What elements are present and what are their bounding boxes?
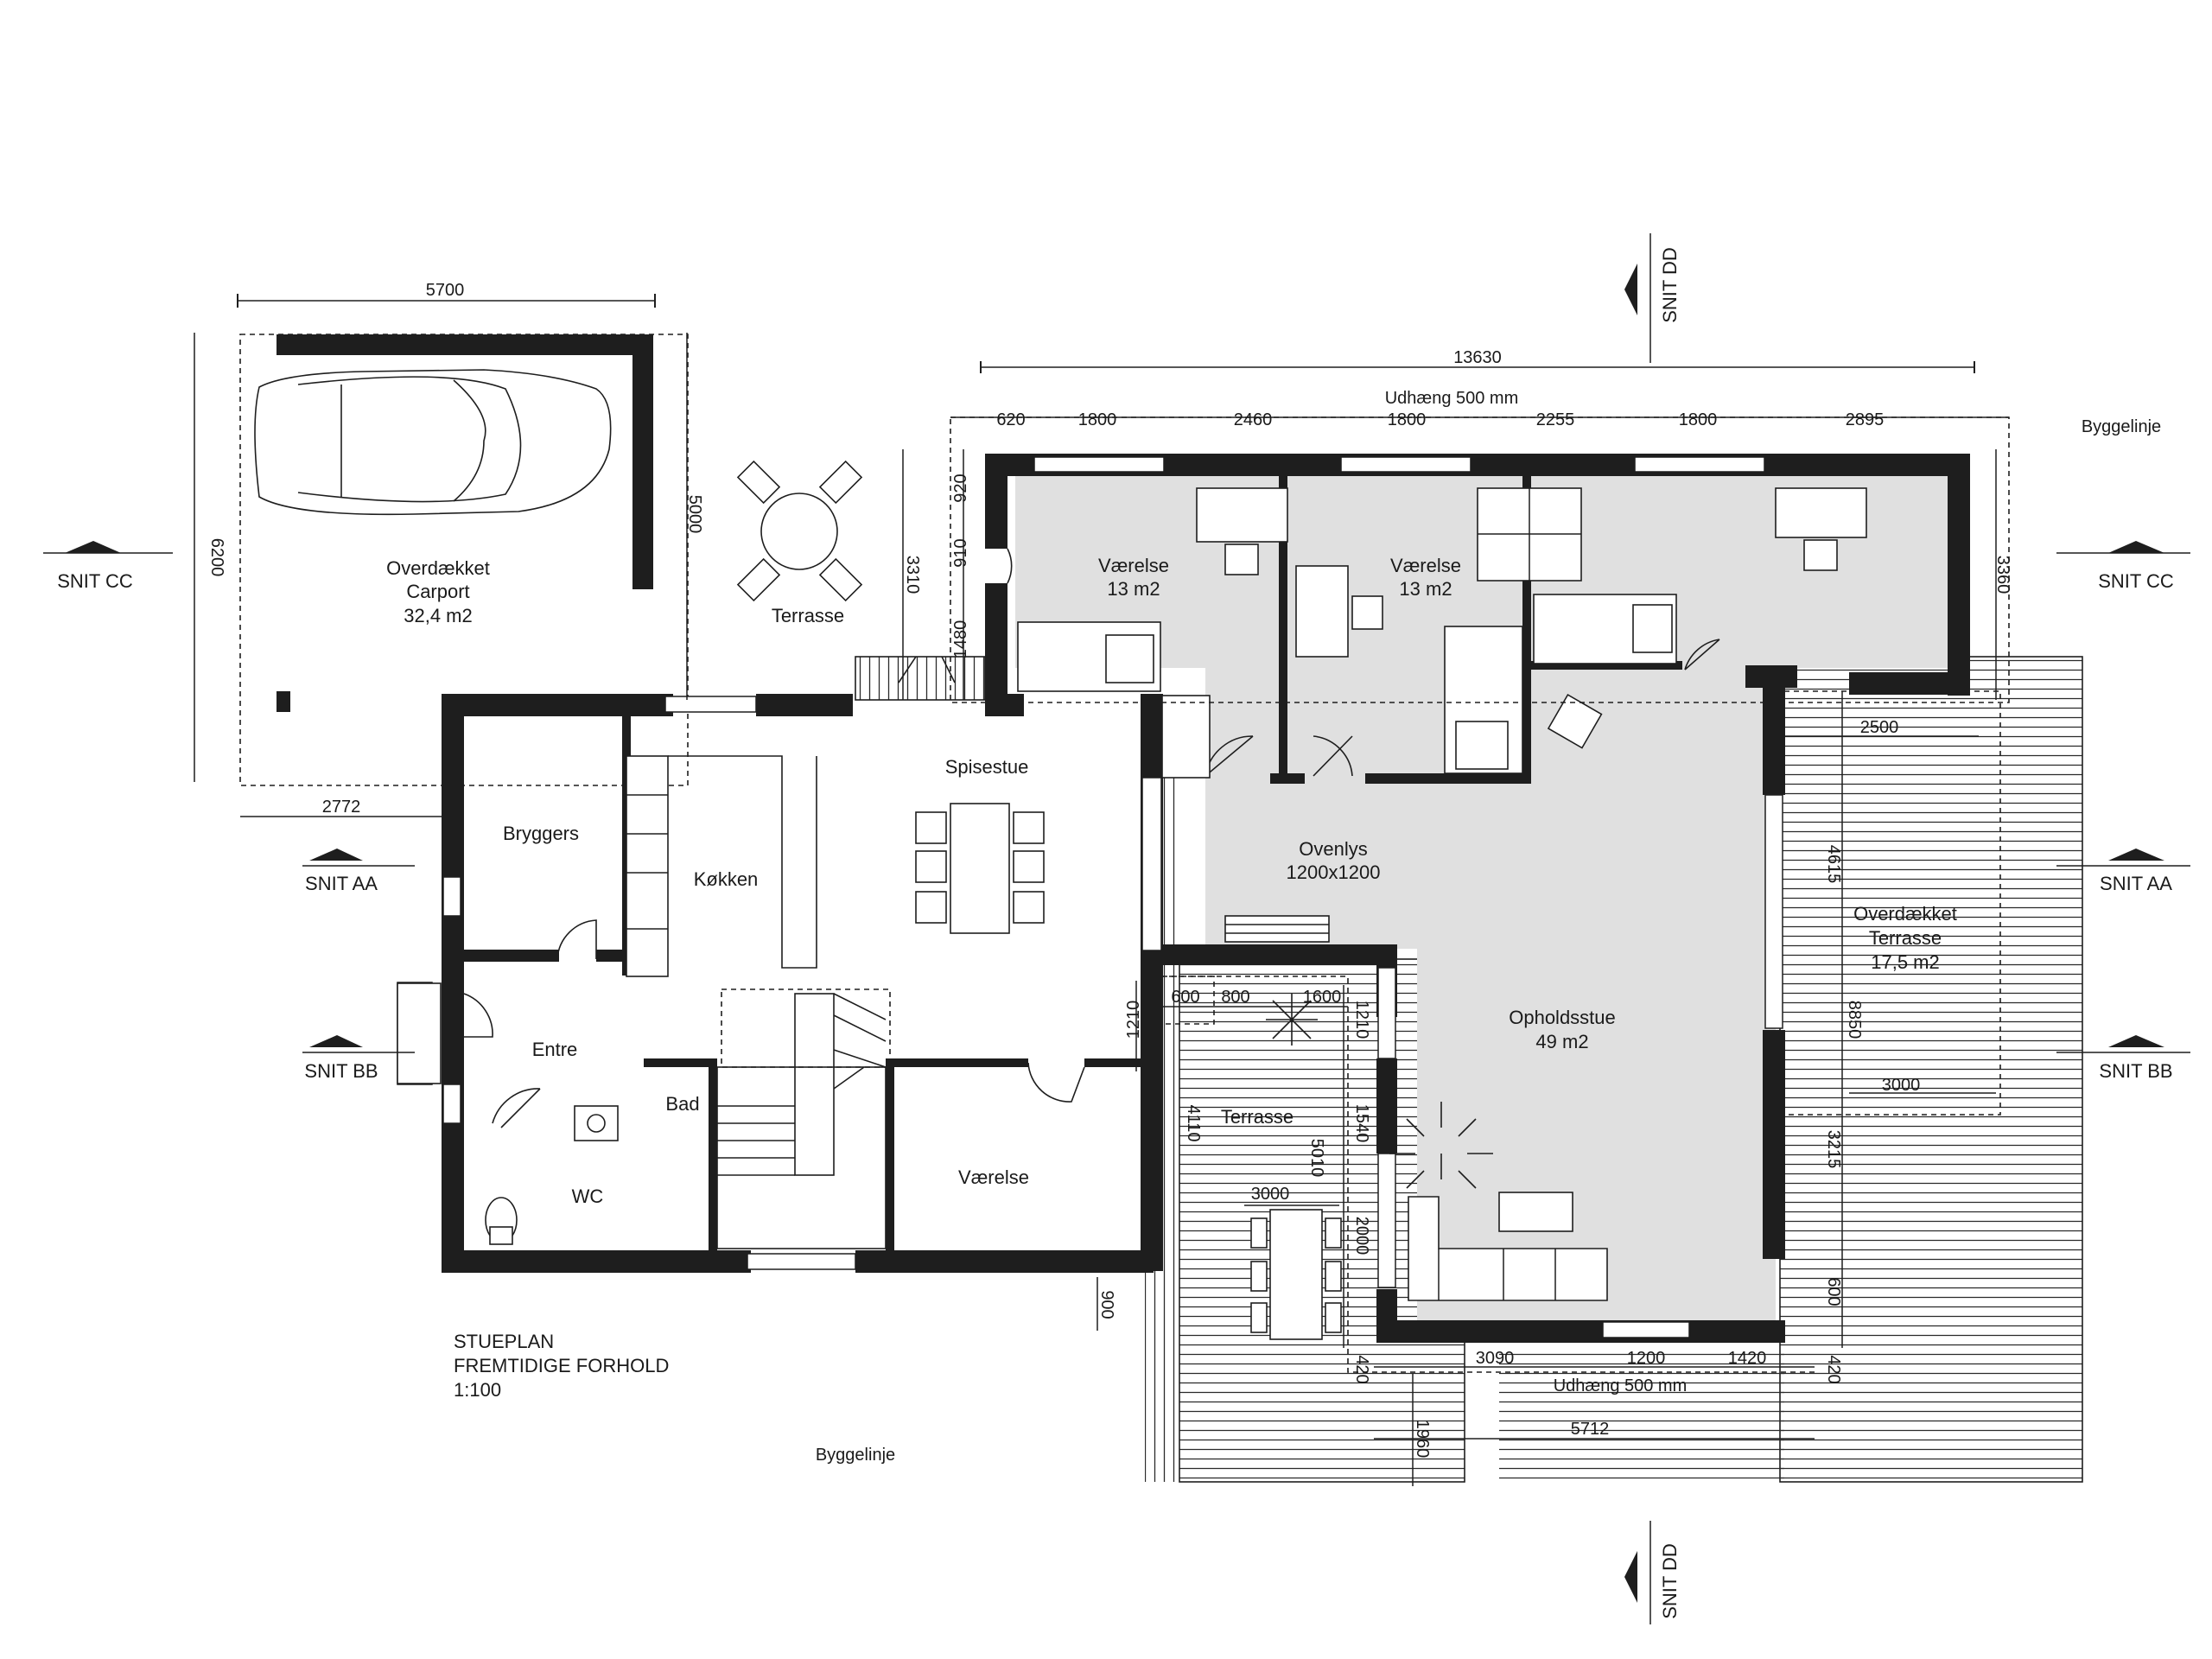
terrasse-nw-label: Terrasse <box>772 605 844 626</box>
plan-subtitle: FREMTIDIGE FORHOLD <box>454 1355 669 1376</box>
section-labels: SNIT CC SNIT CC SNIT AA SNIT AA SNIT BB … <box>57 247 2174 1619</box>
dim-8850: 8850 <box>1845 1001 1864 1039</box>
carport-label-1: Overdækket <box>386 557 490 579</box>
overdaekket-terrasse-label-2: Terrasse <box>1869 927 1942 949</box>
plan-scale: 1:100 <box>454 1379 501 1401</box>
dim-carport-side: 5000 <box>685 495 704 534</box>
dining-table-icon <box>915 803 1045 934</box>
dim-3215: 3215 <box>1824 1130 1843 1169</box>
dim-1420: 1420 <box>1728 1349 1767 1368</box>
spisestue-label: Spisestue <box>945 756 1029 778</box>
snit-aa-left: SNIT AA <box>305 873 378 894</box>
bathroom-fixtures <box>485 1105 619 1245</box>
plan-title-block: STUEPLAN FREMTIDIGE FORHOLD 1:100 <box>454 1331 669 1401</box>
snit-cc-right: SNIT CC <box>2098 570 2174 592</box>
opholdsstue-label: Opholdsstue <box>1509 1007 1616 1028</box>
snit-cc-left: SNIT CC <box>57 570 133 592</box>
bryggers-label: Bryggers <box>503 823 579 844</box>
dim-1210-h: 1210 <box>1352 1001 1371 1039</box>
dim-3000-right: 3000 <box>1882 1076 1921 1095</box>
snit-dd-top: SNIT DD <box>1659 247 1681 323</box>
vaerelse-1-label: Værelse <box>1098 555 1169 576</box>
dim-4110: 4110 <box>1184 1104 1203 1141</box>
dim-5712: 5712 <box>1571 1420 1610 1439</box>
dim-left-920: 920 <box>951 474 970 502</box>
terrace-dining-table-icon <box>1250 1209 1342 1340</box>
kitchen-counter <box>626 755 817 977</box>
vaerelse-1-area: 13 m2 <box>1107 578 1160 600</box>
dim-1960: 1960 <box>1413 1420 1432 1459</box>
dim-carport-depth: 6200 <box>207 538 226 577</box>
carport-area: 32,4 m2 <box>404 605 473 626</box>
dim-top-2: 1800 <box>1078 410 1117 429</box>
plan-title: STUEPLAN <box>454 1331 554 1352</box>
dim-3000-mid: 3000 <box>1251 1185 1290 1204</box>
terrace-table-icon <box>736 460 863 602</box>
dim-5010: 5010 <box>1307 1139 1326 1178</box>
carport-label-2: Carport <box>406 581 469 602</box>
snit-dd-bottom: SNIT DD <box>1659 1543 1681 1619</box>
room-labels: Overdækket Carport 32,4 m2 Terrasse Være… <box>386 555 1957 1207</box>
dim-carport-offset: 2772 <box>322 798 361 817</box>
dim-left-910: 910 <box>951 538 970 567</box>
living-room-furniture <box>1224 915 1608 1301</box>
dim-top-7: 2895 <box>1846 410 1885 429</box>
udhaeng-top-label: Udhæng 500 mm <box>1385 389 1519 408</box>
dim-420-right: 420 <box>1824 1355 1843 1383</box>
vaerelse-2-label: Værelse <box>1390 555 1461 576</box>
dim-top-6: 1800 <box>1679 410 1718 429</box>
overdaekket-terrasse-label-1: Overdækket <box>1853 903 1957 925</box>
terrasse-s-label: Terrasse <box>1221 1106 1294 1128</box>
byggelinje-right-label: Byggelinje <box>2082 417 2161 436</box>
dim-1540: 1540 <box>1352 1104 1371 1143</box>
dim-2500: 2500 <box>1860 718 1899 737</box>
vaerelse-2-area: 13 m2 <box>1399 578 1452 600</box>
dim-left-1480: 1480 <box>951 620 970 659</box>
byggelinje-bottom-label: Byggelinje <box>816 1446 895 1465</box>
ovenlys-size: 1200x1200 <box>1287 861 1381 883</box>
dim-600-right: 600 <box>1824 1277 1843 1306</box>
dim-right-depth: 3360 <box>1993 556 2012 594</box>
vaerelse-3-label: Værelse <box>958 1166 1029 1188</box>
ovenlys-label: Ovenlys <box>1299 838 1367 860</box>
dimension-values: 5700 6200 5000 2772 13630 620 1800 2460 … <box>207 281 2012 1458</box>
staircase <box>716 988 891 1249</box>
dim-top-4: 1800 <box>1388 410 1427 429</box>
entre-label: Entre <box>532 1039 578 1060</box>
dim-top-5: 2255 <box>1536 410 1575 429</box>
dim-800-mid: 800 <box>1221 988 1249 1007</box>
dim-3090: 3090 <box>1476 1349 1515 1368</box>
annotation-labels: Udhæng 500 mm Udhæng 500 mm Byggelinje B… <box>816 389 2161 1465</box>
dim-600-mid: 600 <box>1171 988 1199 1007</box>
car-icon <box>254 369 612 516</box>
dim-900: 900 <box>1097 1290 1116 1319</box>
dim-stair-depth: 3310 <box>903 556 922 594</box>
section-markers <box>43 233 2190 1624</box>
koekken-label: Køkken <box>694 868 759 890</box>
overdaekket-terrasse-area: 17,5 m2 <box>1871 951 1940 973</box>
dim-carport-width: 5700 <box>426 281 465 300</box>
snit-aa-right: SNIT AA <box>2100 873 2172 894</box>
bad-label: Bad <box>665 1093 699 1115</box>
dim-420-left: 420 <box>1352 1355 1371 1383</box>
dim-1210-v: 1210 <box>1124 1001 1143 1039</box>
dim-4615: 4615 <box>1824 845 1843 884</box>
dim-top-3: 2460 <box>1234 410 1273 429</box>
dim-1200: 1200 <box>1627 1349 1666 1368</box>
terrace-decking <box>855 656 2083 1483</box>
snit-bb-left: SNIT BB <box>304 1060 378 1082</box>
windows <box>397 456 1783 1338</box>
dim-top-1: 620 <box>996 410 1025 429</box>
dim-total-width: 13630 <box>1453 348 1502 367</box>
opholdsstue-area: 49 m2 <box>1535 1031 1588 1052</box>
dimension-lines <box>194 294 2009 1486</box>
dim-2000: 2000 <box>1352 1217 1371 1255</box>
wc-label: WC <box>572 1185 604 1207</box>
bedroom-furniture <box>1017 487 1867 779</box>
udhaeng-bottom-label: Udhæng 500 mm <box>1554 1376 1688 1395</box>
dim-1600-mid: 1600 <box>1303 988 1342 1007</box>
snit-bb-right: SNIT BB <box>2099 1060 2172 1082</box>
